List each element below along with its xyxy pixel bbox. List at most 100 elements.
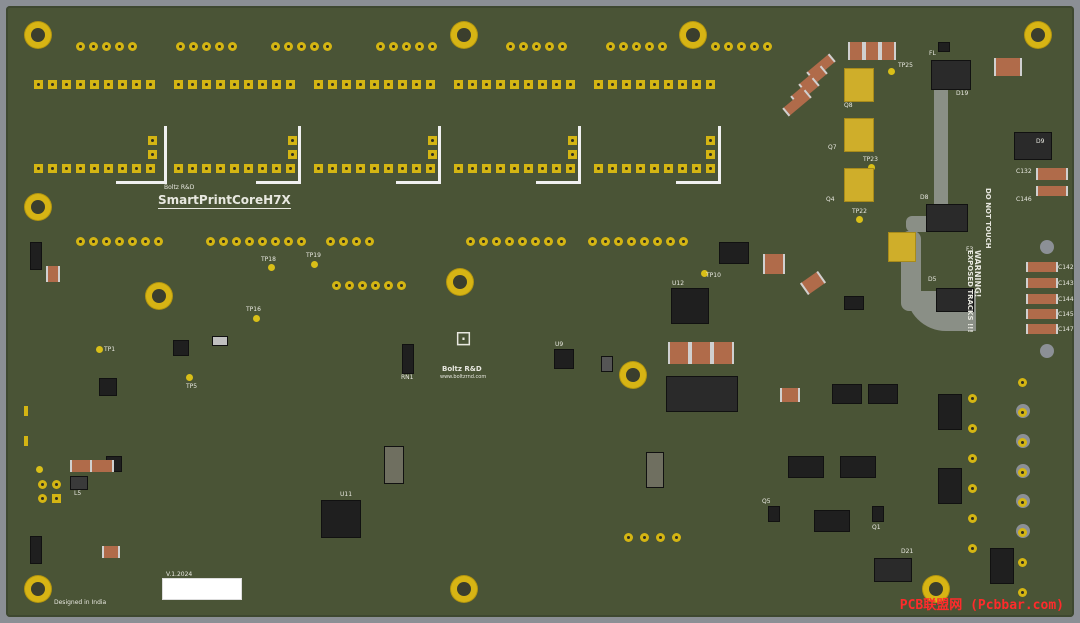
tp25 [888, 68, 895, 75]
cap-mid-2 [799, 270, 827, 296]
pad-sq-0-2-4 [370, 80, 379, 89]
mounting-hole-top-mid1 [451, 22, 477, 48]
diode-d5 [936, 288, 974, 312]
cap-c144 [1026, 294, 1058, 304]
diode-d8 [926, 204, 968, 232]
ref-u9: U9 [555, 341, 564, 348]
cap-c147 [1026, 324, 1058, 334]
pad-sq-0-3-2 [482, 80, 491, 89]
cap-c114 [70, 460, 92, 472]
pad-top-1-2 [202, 42, 211, 51]
pad-mid-3-0 [466, 237, 475, 246]
pad-sq-0-1-6 [258, 80, 267, 89]
pad-mid-2-2 [352, 237, 361, 246]
pad-sq-1-4-3 [636, 164, 645, 173]
chip-small-2 [99, 378, 117, 396]
pad-sq-1-2-8 [426, 164, 435, 173]
cap-left-1 [46, 266, 60, 282]
tp5 [186, 374, 193, 381]
pad-top-6-2 [737, 42, 746, 51]
pad-sq-1-2-2 [342, 164, 351, 173]
pad-sq-0-4-1 [608, 80, 617, 89]
pad-sq-0-2-1 [328, 80, 337, 89]
pad-top-3-2 [402, 42, 411, 51]
pad-sq-0-4-3 [636, 80, 645, 89]
pad-br-0-b [148, 150, 157, 159]
pad-br-3-b [568, 150, 577, 159]
ref-l5: L5 [74, 490, 82, 497]
pad-sq-0-0-3 [76, 80, 85, 89]
pad-sq-1-4-7 [692, 164, 701, 173]
ref-d19: D19 [956, 90, 969, 97]
pad-top-6-3 [750, 42, 759, 51]
pad-sq-1-2-5 [384, 164, 393, 173]
pad-mid-0-5 [141, 237, 150, 246]
pad-br-3-a [568, 136, 577, 145]
cap-mid-1 [763, 254, 785, 274]
ref-q8: Q8 [844, 102, 853, 109]
pad-sq-1-4-2 [622, 164, 631, 173]
pad-right-4 [1018, 498, 1027, 507]
pad-sq-0-1-5 [244, 80, 253, 89]
pad-top-6-4 [763, 42, 772, 51]
pad-right-6 [1018, 558, 1027, 567]
pad-br-0-a [148, 136, 157, 145]
tp19 [311, 261, 318, 268]
pad-mid-4-6 [666, 237, 675, 246]
pad-bottom-0 [624, 533, 633, 542]
pad-left-3 [52, 494, 61, 503]
ref-tp5: TP5 [186, 383, 198, 390]
pad-left-slot-2 [24, 436, 28, 446]
mounting-hole-bottom-right [923, 576, 949, 602]
diode-d19 [931, 60, 971, 90]
diode-d31 [868, 384, 898, 404]
pad-right-2 [1018, 438, 1027, 447]
pad-sq-1-0-6 [118, 164, 127, 173]
pad-sq-0-3-0 [454, 80, 463, 89]
pad-sq-0-0-5 [104, 80, 113, 89]
pad-sq-1-0-4 [90, 164, 99, 173]
cap-c143 [1026, 278, 1058, 288]
pad-sq-1-1-6 [258, 164, 267, 173]
pad-mid-3-2 [492, 237, 501, 246]
pad-mid-1-0 [206, 237, 215, 246]
ref-tp23: TP23 [863, 156, 878, 163]
pad-left-4 [52, 480, 61, 489]
pad-sq-0-2-3 [356, 80, 365, 89]
pad-sq-0-4-0 [594, 80, 603, 89]
pad-sq-0-2-2 [342, 80, 351, 89]
driver-outline-2 [256, 126, 301, 184]
diode-d14 [840, 456, 876, 478]
pad-sq-1-2-7 [412, 164, 421, 173]
pad-br-4-b [706, 150, 715, 159]
pad-sq-1-1-0 [174, 164, 183, 173]
cap-c54 [690, 342, 712, 364]
pad-sq-1-3-6 [538, 164, 547, 173]
pad-mid-3-4 [518, 237, 527, 246]
pad-br-2-a [428, 136, 437, 145]
pad-top-3-3 [415, 42, 424, 51]
pad-sq-0-0-2 [62, 80, 71, 89]
pad-sq-0-0-4 [90, 80, 99, 89]
tp16 [253, 315, 260, 322]
chip-ic-top [719, 242, 749, 264]
ref-c147: C147 [1058, 326, 1074, 333]
ref-d8: D8 [920, 194, 929, 201]
ref-q4: Q4 [826, 196, 835, 203]
pad-mid-2-0 [326, 237, 335, 246]
pad-mid-3-1 [479, 237, 488, 246]
designed-in-label: Designed in India [54, 599, 107, 606]
pad-top-4-1 [519, 42, 528, 51]
mounting-hole-center [447, 269, 473, 295]
pad-sq-1-0-7 [132, 164, 141, 173]
pad-top-1-0 [176, 42, 185, 51]
pad-sq-0-0-7 [132, 80, 141, 89]
pad-sq-1-0-5 [104, 164, 113, 173]
ref-q1: Q1 [872, 524, 881, 531]
center-logo-text: Boltz R&D [442, 365, 482, 373]
logo-text: Boltz R&D [164, 184, 195, 191]
ref-f3: F3 [966, 246, 974, 253]
pad-right2-0 [968, 394, 977, 403]
pad-sq-0-4-4 [650, 80, 659, 89]
pad-sq-1-2-3 [356, 164, 365, 173]
